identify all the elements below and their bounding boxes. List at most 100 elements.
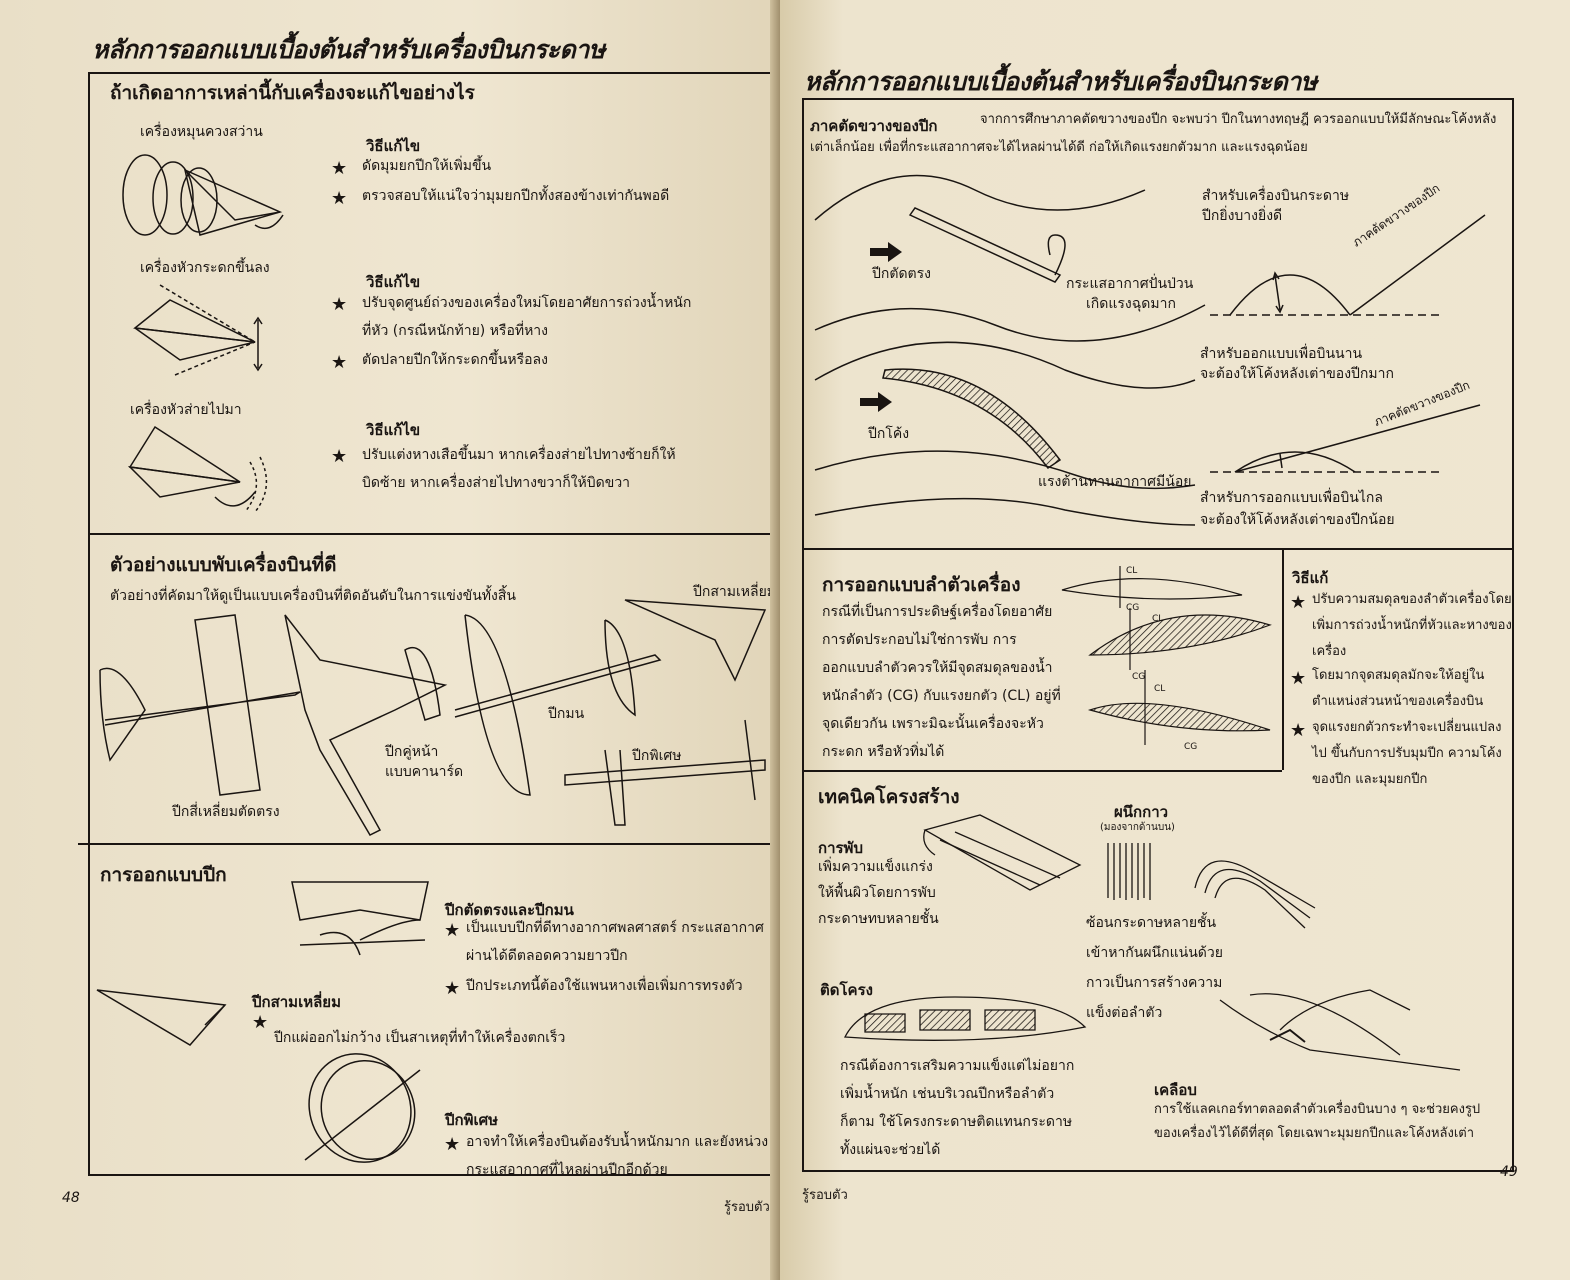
low-drag-label: แรงต้านทานอากาศมีน้อย bbox=[1038, 474, 1192, 490]
problem-label: เครื่องหัวกระดกขึ้นลง bbox=[140, 260, 270, 276]
cg-label: CG bbox=[1126, 603, 1140, 613]
turbulence-label: กระแสอากาศปั่นป่วน bbox=[1066, 276, 1194, 292]
design-note: ปีกยิ่งบางยิ่งดี bbox=[1202, 208, 1283, 224]
cross-section-intro: จากการศึกษาภาคตัดขวางของปีก จะพบว่า ปีกใ… bbox=[810, 112, 1497, 155]
spiral-plane-illustration bbox=[105, 140, 295, 250]
star-bullet-icon: ★ bbox=[252, 1012, 269, 1033]
flat-wing-label: ปีกตัดตรง bbox=[872, 266, 931, 282]
divider bbox=[78, 843, 776, 845]
plane-label: ปีกสามเหลี่ยม bbox=[693, 584, 777, 600]
solution-heading: วิธีแก้ไข bbox=[366, 273, 421, 291]
design-note: จะต้องให้โค้งหลังเต่าของปีกมาก bbox=[1200, 366, 1394, 382]
fuselage-body: กรณีที่เป็นการประดิษฐ์เครื่องโดยอาศัยการ… bbox=[822, 604, 1061, 760]
solution-text: ตรวจสอบให้แน่ใจว่ามุมยกปีกทั้งสองข้างเท่… bbox=[362, 188, 670, 204]
problem-label: เครื่องหมุนควงสว่าน bbox=[140, 124, 263, 140]
solution-text: ปรับจุดศูนย์ถ่วงของเครื่องใหม่โดยอาศัยกา… bbox=[362, 295, 692, 339]
plane-label: ปีกมน bbox=[548, 706, 585, 722]
cg-label: CG bbox=[1184, 742, 1198, 752]
cg-label: CG bbox=[1132, 672, 1146, 682]
fix-text: โดยมากจุดสมดุลมักจะให้อยู่ในตำแหน่งส่วนห… bbox=[1312, 668, 1485, 709]
wing-type-heading: ปีกสามเหลี่ยม bbox=[252, 993, 341, 1011]
glued-layers-illustration bbox=[1100, 838, 1320, 928]
page-number: 49 bbox=[1500, 1164, 1518, 1180]
star-bullet-icon: ★ bbox=[331, 294, 348, 315]
straight-wing-illustration bbox=[290, 880, 430, 975]
folded-paper-illustration bbox=[920, 810, 1090, 900]
star-bullet-icon: ★ bbox=[444, 1134, 461, 1155]
examples-subtitle: ตัวอย่างที่คัดมาให้ดูเป็นแบบเครื่องบินที… bbox=[110, 588, 516, 604]
coated-plane-illustration bbox=[1210, 960, 1490, 1080]
technique-body: ซ้อนกระดาษหลายชั้นเข้าหากันผนึกแน่นด้วยก… bbox=[1086, 915, 1223, 1021]
cg-cl-diagram bbox=[1060, 560, 1280, 760]
solution-text: ตัดปลายปีกให้กระดกขึ้นหรือลง bbox=[362, 352, 548, 368]
right-page: หลักการออกแบบเบื้องต้นสำหรับเครื่องบินกร… bbox=[780, 0, 1570, 1280]
content-frame bbox=[802, 98, 1514, 1172]
structure-heading: เทคนิคโครงสร้าง bbox=[818, 786, 960, 808]
cl-label: CL bbox=[1154, 684, 1166, 694]
wing-design-heading: การออกแบบปีก bbox=[100, 864, 227, 886]
star-bullet-icon: ★ bbox=[1290, 720, 1307, 741]
cl-label: CL bbox=[1152, 614, 1164, 624]
cl-label: CL bbox=[1126, 566, 1138, 576]
glue-note: (มองจากด้านบน) bbox=[1100, 822, 1175, 833]
star-bullet-icon: ★ bbox=[331, 352, 348, 373]
design-note: สำหรับการออกแบบเพื่อบินไกล bbox=[1200, 490, 1383, 506]
yawing-plane-illustration bbox=[120, 422, 280, 522]
turbulence-label: เกิดแรงฉุดมาก bbox=[1086, 296, 1176, 312]
technique-body: การใช้แลคเกอร์ทาตลอดลำตัวเครื่องบินบาง ๆ… bbox=[1154, 1102, 1481, 1141]
pitching-plane-illustration bbox=[130, 280, 280, 380]
technique-heading: การพับ bbox=[818, 839, 863, 857]
design-note: สำหรับเครื่องบินกระดาษ bbox=[1202, 188, 1350, 204]
design-note: จะต้องให้โค้งหลังเต่าของปีกน้อย bbox=[1200, 512, 1395, 528]
curved-wing-label: ปีกโค้ง bbox=[868, 426, 910, 442]
page-title: หลักการออกแบบเบื้องต้นสำหรับเครื่องบินกร… bbox=[804, 67, 1317, 96]
page-footer: รู้รอบตัว bbox=[802, 1188, 848, 1203]
cross-section-heading: ภาคตัดขวางของปีก bbox=[810, 117, 938, 135]
airflow-illustration bbox=[810, 170, 1200, 530]
example-planes-illustration bbox=[95, 600, 775, 840]
camber-diagram bbox=[1200, 210, 1500, 500]
problem-label: เครื่องหัวส่ายไปมา bbox=[130, 402, 242, 418]
star-bullet-icon: ★ bbox=[1290, 668, 1307, 689]
triangle-wing-illustration bbox=[95, 960, 235, 1050]
star-bullet-icon: ★ bbox=[331, 158, 348, 179]
divider bbox=[802, 548, 1512, 550]
star-bullet-icon: ★ bbox=[1290, 592, 1307, 613]
page-number: 48 bbox=[62, 1190, 80, 1206]
solution-heading: วิธีแก้ไข bbox=[366, 421, 421, 439]
technique-heading: เคลือบ bbox=[1154, 1081, 1197, 1099]
technique-heading: ติดโครง bbox=[820, 981, 873, 999]
page-footer: รู้รอบตัว bbox=[724, 1200, 770, 1215]
technique-heading: ผนึกกาว bbox=[1114, 803, 1169, 821]
star-bullet-icon: ★ bbox=[444, 920, 461, 941]
star-bullet-icon: ★ bbox=[444, 978, 461, 999]
solution-text: ปรับแต่งหางเสือขึ้นมา หากเครื่องส่ายไปทา… bbox=[362, 447, 676, 491]
divider bbox=[1282, 548, 1284, 770]
technique-body: กรณีต้องการเสริมความแข็งแต่ไม่อยากเพิ่มน… bbox=[840, 1058, 1075, 1158]
solution-heading: วิธีแก้ไข bbox=[366, 137, 421, 155]
solution-text: ดัดมุมยกปีกให้เพิ่มขึ้น bbox=[362, 158, 492, 174]
plane-label: ปีกพิเศษ bbox=[632, 748, 682, 764]
wing-type-heading: ปีกพิเศษ bbox=[445, 1111, 499, 1129]
star-bullet-icon: ★ bbox=[331, 446, 348, 467]
design-note: สำหรับออกแบบเพื่อบินนาน bbox=[1200, 346, 1363, 362]
fix-heading: วิธีแก้ bbox=[1292, 569, 1329, 587]
technique-body: เพิ่มความแข็งแกร่งให้พื้นผิวโดยการพับกระ… bbox=[818, 859, 939, 927]
wing-point-text: เป็นแบบปีกที่ดีทางอากาศพลศาสตร์ กระแสอาก… bbox=[466, 920, 764, 964]
frame-wing-illustration bbox=[840, 992, 1090, 1052]
ring-wing-illustration bbox=[300, 1050, 430, 1170]
fix-text: จุดแรงยกตัวกระทำจะเปลี่ยนแปลงไป ขึ้นกับก… bbox=[1312, 720, 1502, 787]
problems-heading: ถ้าเกิดอาการเหล่านี้กับเครื่องจะแก้ไขอย่… bbox=[110, 82, 475, 104]
plane-label: แบบคานาร์ด bbox=[385, 764, 464, 780]
wing-point-text: อาจทำให้เครื่องบินต้องรับน้ำหนักมาก และย… bbox=[466, 1134, 769, 1178]
plane-label: ปีกสี่เหลี่ยมตัดตรง bbox=[172, 804, 280, 820]
star-bullet-icon: ★ bbox=[331, 188, 348, 209]
wing-type-heading: ปีกตัดตรงและปีกมน bbox=[445, 901, 574, 919]
fuselage-heading: การออกแบบลำตัวเครื่อง bbox=[822, 574, 1021, 596]
fix-text: ปรับความสมดุลของลำตัวเครื่องโดยเพิ่มการถ… bbox=[1312, 592, 1512, 659]
divider bbox=[802, 770, 1282, 772]
plane-label: ปีกคู่หน้า bbox=[385, 744, 439, 760]
page-title: หลักการออกแบบเบื้องต้นสำหรับเครื่องบินกร… bbox=[92, 35, 605, 64]
divider bbox=[88, 533, 776, 535]
wing-point-text: ปีกแผ่ออกไม่กว้าง เป็นสาเหตุที่ทำให้เครื… bbox=[274, 1030, 566, 1046]
